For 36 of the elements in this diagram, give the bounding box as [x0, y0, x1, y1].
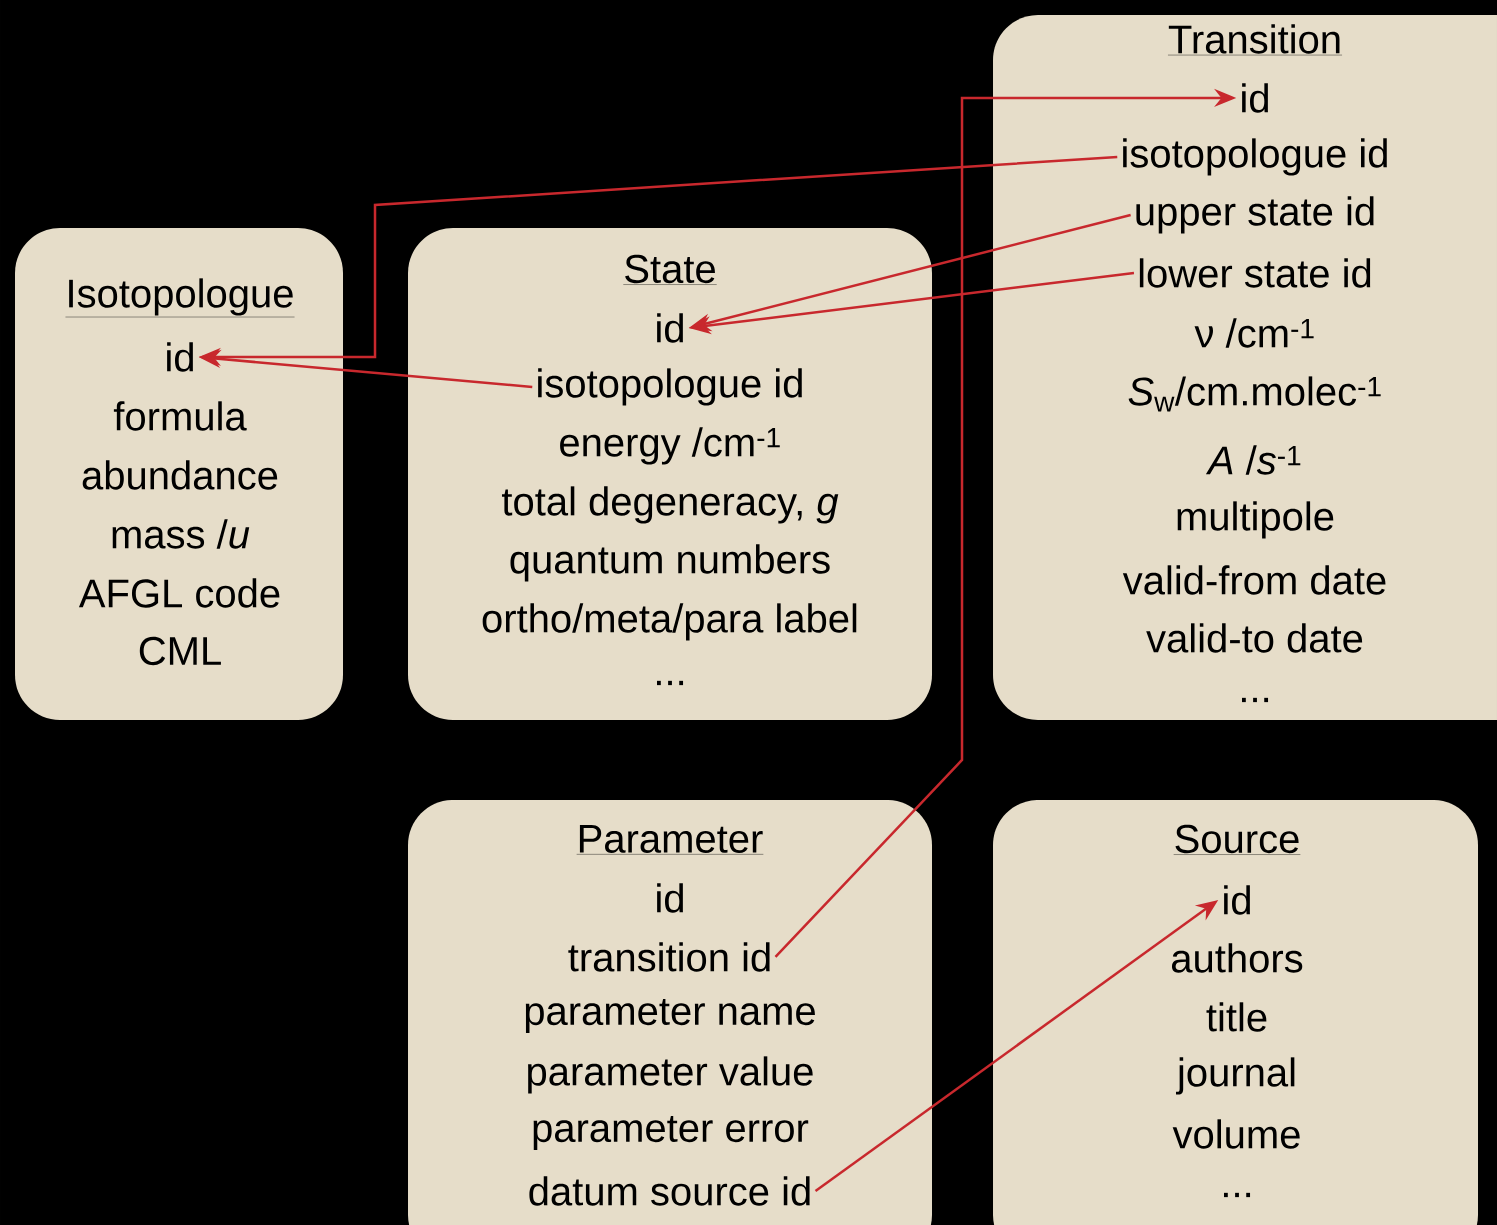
field-text: authors [1172, 943, 1303, 973]
field-text: id [657, 313, 683, 343]
field-text: volume [1172, 1119, 1300, 1149]
field-text: multipole [1177, 501, 1334, 539]
field-text: ... [657, 680, 684, 686]
field-text: parameter name [525, 998, 815, 1034]
field-text: id [657, 883, 683, 913]
field-text: energy /cm$^{-1}$ [560, 427, 780, 465]
field-text: abundance [82, 460, 278, 490]
field-text: AFGL code [78, 578, 280, 608]
field-text: mass /u [112, 519, 250, 549]
field-text: transition id [568, 942, 770, 972]
field-text: datum source id [529, 1176, 810, 1206]
field-text: id [1224, 885, 1250, 915]
field-text: journal [1176, 1057, 1295, 1095]
field-text: valid-to date [1146, 623, 1363, 653]
field-text: A /s$^{-1}$ [1205, 445, 1301, 475]
field-text: total degeneracy, g [502, 486, 839, 524]
field-text: parameter value [528, 1056, 813, 1094]
field-text: id [1242, 83, 1268, 113]
field-text: ν /cm$^{-1}$ [1194, 318, 1314, 348]
field-text: ... [1224, 1192, 1251, 1198]
field-text: quantum numbers [510, 544, 830, 582]
field-text: isotopologue id [1123, 138, 1387, 176]
field-text: formula [113, 401, 247, 431]
field-text: S$_{w}$/cm.molec$^{-1}$ [1128, 376, 1381, 412]
field-text: CML [139, 636, 221, 666]
field-text: ... [1242, 697, 1269, 703]
field-text: title [1206, 1002, 1267, 1032]
field-text: upper state id [1136, 196, 1374, 234]
field-text: id [167, 342, 193, 372]
field-text: isotopologue id [538, 368, 802, 406]
field-text: valid-from date [1122, 565, 1386, 595]
field-text: lower state id [1139, 258, 1371, 288]
field-text: parameter error [533, 1115, 809, 1151]
field-text: ortho/meta/para label [482, 603, 857, 641]
